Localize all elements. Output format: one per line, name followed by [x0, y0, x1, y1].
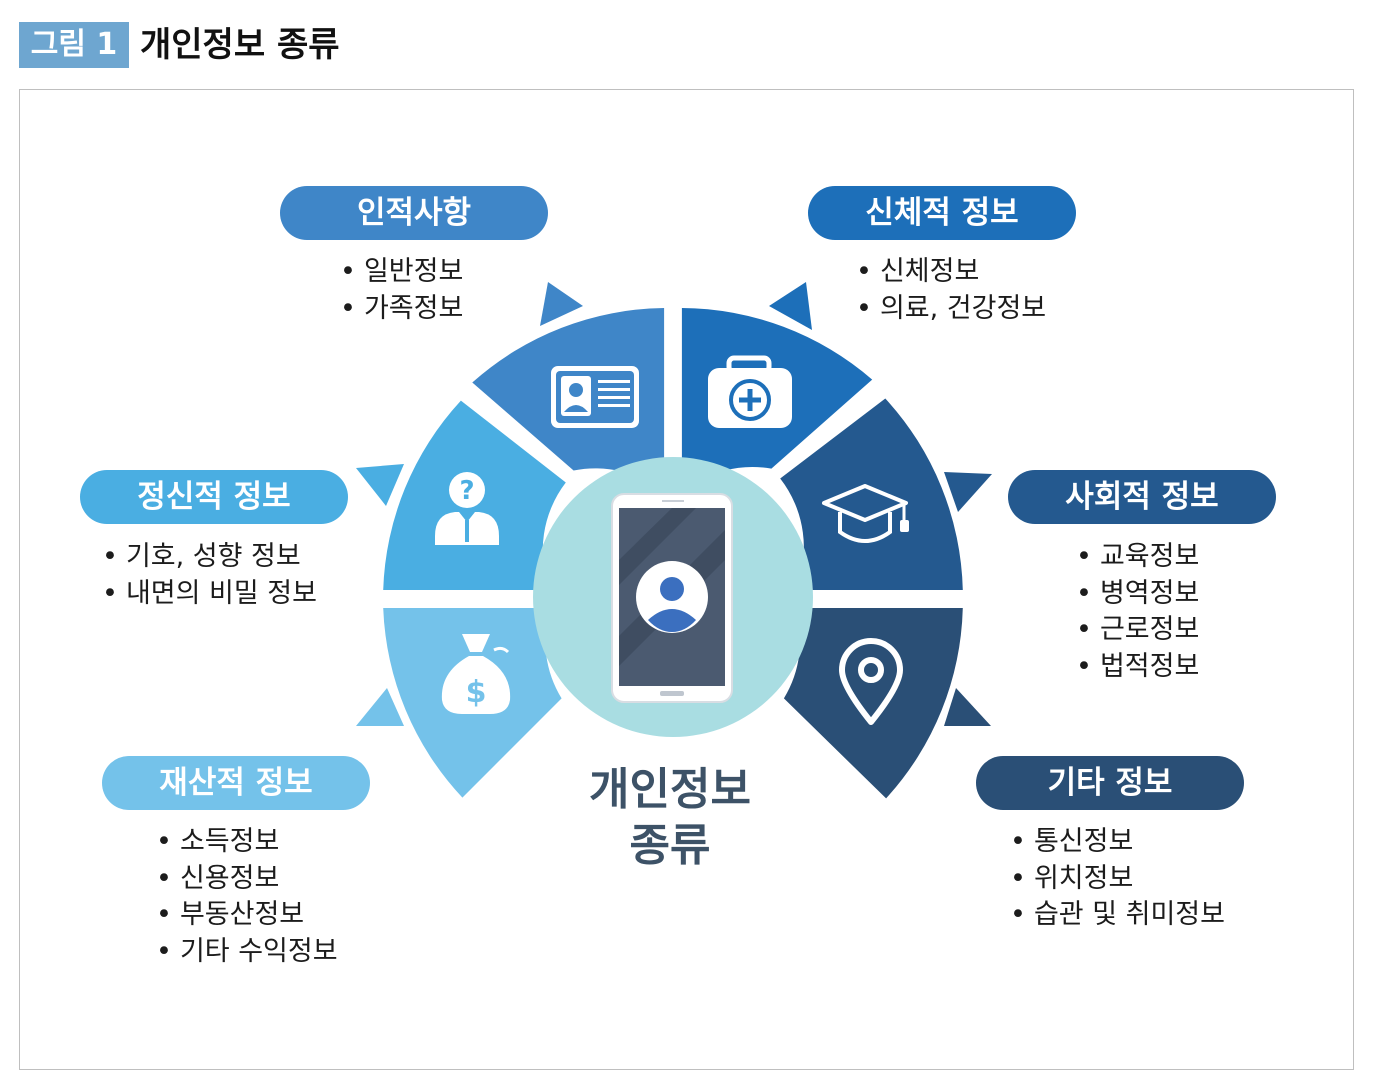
list-item: 법적정보 [1076, 649, 1199, 686]
category-list-other: 통신정보 위치정보 습관 및 취미정보 [1010, 824, 1225, 934]
list-item: 소득정보 [156, 824, 338, 861]
list-item: 의료, 건강정보 [856, 291, 1046, 328]
figure-title: 개인정보 종류 [140, 25, 340, 65]
list-item: 신체정보 [856, 254, 1046, 291]
sector-social [780, 398, 963, 590]
category-list-social: 교육정보 병역정보 근로정보 법적정보 [1076, 539, 1199, 685]
category-title-personal: 인적사항 [280, 186, 548, 240]
figure-tag: 그림 1 [19, 22, 129, 68]
pointer-personal [540, 282, 583, 326]
pointer-property [356, 688, 404, 726]
category-title-mental: 정신적 정보 [80, 470, 348, 524]
category-list-property: 소득정보 신용정보 부동산정보 기타 수익정보 [156, 824, 338, 970]
list-item: 가족정보 [340, 291, 463, 328]
list-item: 내면의 비밀 정보 [102, 576, 317, 613]
pointer-other [944, 688, 991, 726]
sector-other [783, 608, 963, 799]
list-item: 부동산정보 [156, 897, 338, 934]
list-item: 위치정보 [1010, 861, 1225, 898]
pointer-social [944, 472, 992, 512]
category-title-physical: 신체적 정보 [808, 186, 1076, 240]
category-list-personal: 일반정보 가족정보 [340, 254, 463, 327]
list-item: 근로정보 [1076, 612, 1199, 649]
pointer-mental [356, 464, 404, 506]
graduation-cap-icon [822, 484, 909, 543]
id-card-icon [551, 366, 639, 428]
center-label-line2: 종류 [629, 820, 711, 871]
category-title-property: 재산적 정보 [102, 756, 370, 810]
category-title-other: 기타 정보 [976, 756, 1244, 810]
money-bag-icon: $ [441, 634, 511, 714]
list-item: 일반정보 [340, 254, 463, 291]
center-label: 개인정보 종류 [560, 762, 780, 874]
list-item: 기타 수익정보 [156, 934, 338, 971]
location-pin-icon [839, 638, 903, 725]
svg-text:?: ? [459, 476, 474, 506]
category-title-social: 사회적 정보 [1008, 470, 1276, 524]
svg-text:$: $ [466, 675, 487, 710]
list-item: 기호, 성향 정보 [102, 539, 317, 576]
list-item: 습관 및 취미정보 [1010, 897, 1225, 934]
list-item: 병역정보 [1076, 576, 1199, 613]
medical-kit-icon [708, 355, 792, 428]
pointer-physical [769, 282, 812, 330]
list-item: 통신정보 [1010, 824, 1225, 861]
figure-frame [19, 89, 1354, 1070]
category-list-mental: 기호, 성향 정보 내면의 비밀 정보 [102, 539, 317, 612]
center-label-line1: 개인정보 [589, 764, 751, 815]
list-item: 신용정보 [156, 861, 338, 898]
question-person-icon: ? [435, 472, 499, 545]
smartphone-user-icon [611, 493, 733, 703]
list-item: 교육정보 [1076, 539, 1199, 576]
category-list-physical: 신체정보 의료, 건강정보 [856, 254, 1046, 327]
